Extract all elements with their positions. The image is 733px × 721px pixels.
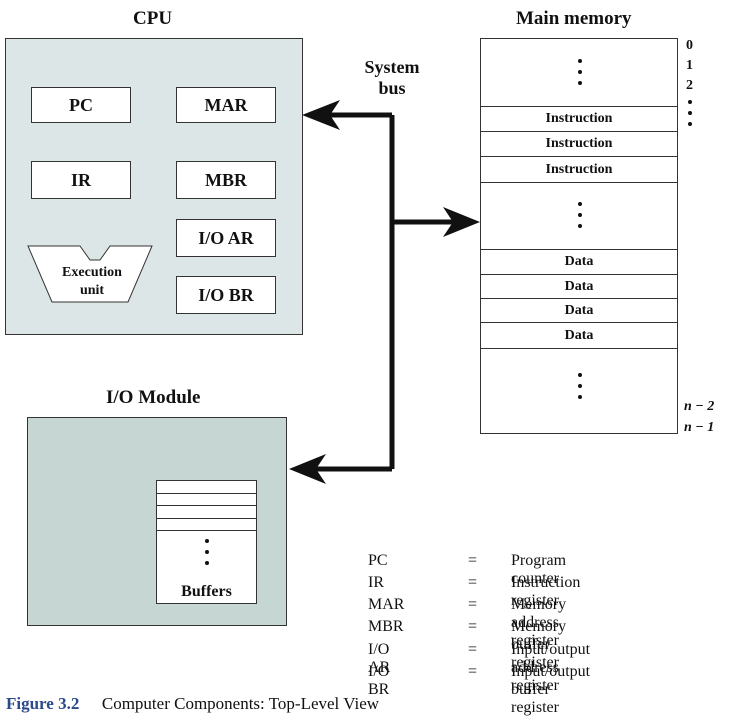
memory-cell-data: Data (481, 298, 677, 322)
legend-row: IR (368, 574, 384, 591)
arrow-to-memory (443, 207, 480, 237)
memory-cell-instruction: Instruction (481, 156, 677, 182)
legend-meaning: Input/output address register (511, 641, 591, 694)
register-ir: IR (31, 161, 131, 199)
legend-row: I/O AR (368, 641, 391, 676)
register-io-br: I/O BR (176, 276, 276, 314)
arrow-to-io (289, 454, 326, 484)
memory-ellipsis-middle (578, 202, 582, 228)
address-n-2: n − 2 (684, 399, 715, 414)
address-1: 1 (686, 58, 693, 73)
address-n-1: n − 1 (684, 420, 715, 435)
register-io-ar: I/O AR (176, 219, 276, 257)
memory-cell-data: Data (481, 274, 677, 298)
legend-meaning: Instruction register (511, 574, 581, 609)
memory-ellipsis-top (578, 59, 582, 85)
legend-equals: = (468, 663, 478, 680)
legend-row: PC (368, 552, 388, 569)
execution-unit-shape (27, 245, 153, 303)
system-bus-label: System bus (352, 57, 432, 99)
memory-cell-instruction: Instruction (481, 106, 677, 131)
buffers-label: Buffers (181, 583, 232, 600)
io-module-title: I/O Module (106, 387, 201, 408)
address-ellipsis (688, 100, 692, 126)
system-bus-line2: bus (378, 78, 406, 98)
register-mar: MAR (176, 87, 276, 123)
legend-equals: = (468, 552, 478, 569)
register-mbr: MBR (176, 161, 276, 199)
legend-equals: = (468, 641, 478, 658)
memory-block-gap (481, 348, 677, 434)
legend-row: MAR (368, 596, 405, 613)
legend-meaning: Program counter (511, 552, 567, 587)
execution-unit-label: Execution unit (46, 264, 138, 300)
arrow-to-cpu (302, 100, 340, 130)
system-bus-line1: System (364, 57, 420, 77)
buffers-ellipsis (205, 539, 209, 565)
figure-title: Computer Components: Top-Level View (101, 694, 380, 713)
memory-ellipsis-bottom (578, 373, 582, 399)
legend-meaning: Memory address register (511, 596, 567, 649)
legend-row: I/O BR (368, 663, 390, 698)
main-memory-block: Instruction Instruction Instruction Data… (480, 38, 678, 434)
legend-meaning: Input/output buffer register (511, 663, 591, 716)
legend-meaning: Memory buffer register (511, 618, 567, 671)
legend-row: MBR (368, 618, 404, 635)
figure-caption: Figure 3.2 Computer Components: Top-Leve… (6, 694, 379, 714)
address-2: 2 (686, 78, 693, 93)
legend-equals: = (468, 574, 478, 591)
memory-cell-instruction: Instruction (481, 131, 677, 156)
execution-unit-line2: unit (79, 283, 105, 298)
cpu-title: CPU (133, 8, 173, 29)
execution-unit-line1: Execution (62, 265, 122, 280)
figure-label: Figure 3.2 (6, 694, 80, 713)
io-buffers: Buffers (156, 480, 257, 604)
memory-cell-data: Data (481, 322, 677, 348)
memory-block-gap (481, 182, 677, 249)
legend-equals: = (468, 618, 478, 635)
memory-cell-data: Data (481, 249, 677, 274)
io-module-block: Buffers (27, 417, 287, 626)
main-memory-title: Main memory (516, 8, 632, 29)
cpu-block: PC MAR IR MBR I/O AR I/O BR Execution un… (5, 38, 303, 335)
address-0: 0 (686, 38, 693, 53)
legend-equals: = (468, 596, 478, 613)
register-pc: PC (31, 87, 131, 123)
